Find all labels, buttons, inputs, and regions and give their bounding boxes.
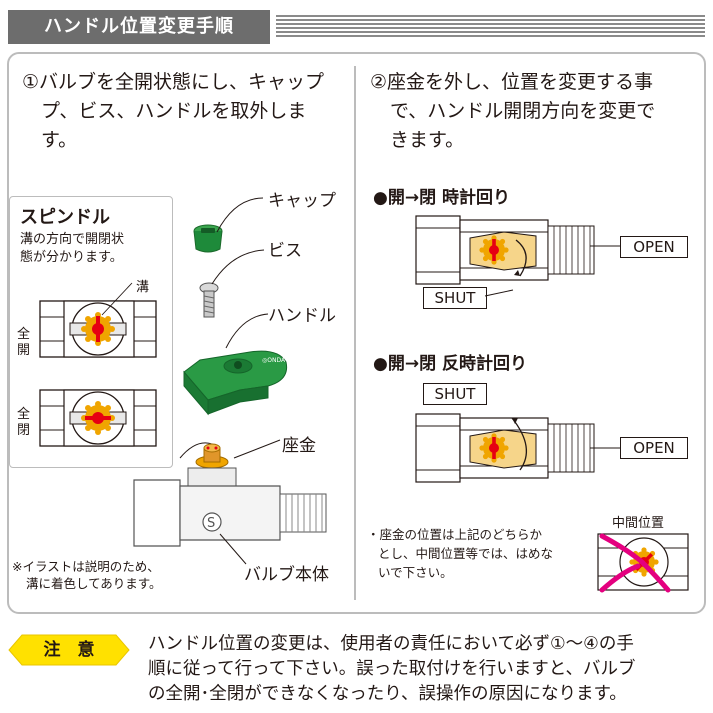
open-leader-1 <box>590 245 620 247</box>
washer-label: 座金 <box>282 436 316 456</box>
notice-line-2: 順に従って行って下さい。誤った取付けを行いますと、バルブ <box>148 659 636 679</box>
page-title: ハンドル位置変更手順 <box>44 16 234 37</box>
step1-line1: ①バルブを全開状態にし、キャップ <box>22 71 325 93</box>
step2-line2: で、ハンドル開閉方向を変更で <box>390 100 656 122</box>
counterclockwise-valve-illustration <box>415 413 595 483</box>
groove-label: 溝 <box>136 280 150 295</box>
spindle-desc-2: 態が分かります。 <box>20 250 123 265</box>
washer-note-3: いで下さい。 <box>378 565 453 580</box>
shut-tag-counter: SHUT <box>423 383 487 405</box>
handle-icon: ◎ONDA <box>183 350 288 416</box>
header-bar <box>8 10 270 44</box>
spindle-closed-illustration <box>39 389 157 447</box>
handle-leader <box>225 313 269 349</box>
header: ハンドル位置変更手順 <box>8 10 705 44</box>
screw-icon <box>199 282 219 318</box>
svg-text:◎ONDA: ◎ONDA <box>262 357 286 364</box>
illustration-note-1: ※イラストは説明のため、 <box>12 559 160 574</box>
cap-icon <box>193 224 223 253</box>
cap-leader <box>216 197 264 233</box>
open-tag-counter: OPEN <box>620 437 688 459</box>
notice-line-3: の全開･全閉ができなくなったり、誤操作の原因になります。 <box>148 684 627 704</box>
step2-line3: きます。 <box>390 129 465 151</box>
middle-position-label: 中間位置 <box>612 516 665 531</box>
clockwise-valve-illustration <box>415 215 595 285</box>
cap-label: キャップ <box>268 191 336 211</box>
open-label-2: 開 <box>17 343 31 358</box>
notice-badge <box>8 634 130 666</box>
open-leader-2 <box>590 447 620 449</box>
spindle-open-illustration <box>39 282 157 358</box>
notice-text: ハンドル位置の変更は、使用者の責任において必ず①～④の手 順に従って行って下さい… <box>148 632 708 707</box>
open-label-1: 全 <box>17 327 31 342</box>
notice-badge-label: 注 意 <box>43 640 95 660</box>
illustration-note-2: 溝に着色してあります。 <box>26 576 162 591</box>
step2-line1: ②座金を外し、位置を変更する事 <box>370 71 654 93</box>
shut-leader-1 <box>484 289 514 297</box>
counterclockwise-title: ●開→閉 反時計回り <box>373 354 527 374</box>
spindle-title: スピンドル <box>20 207 110 228</box>
step1-line3: す。 <box>41 129 78 151</box>
closed-label-2: 閉 <box>17 423 31 438</box>
clockwise-title: ●開→閉 時計回り <box>373 188 510 208</box>
spindle-box <box>9 196 173 468</box>
notice-line-1: ハンドル位置の変更は、使用者の責任において必ず①～④の手 <box>148 634 634 654</box>
valve-body-illustration: S <box>133 439 327 565</box>
step1-line2: プ、ビス、ハンドルを取外しま <box>41 100 307 122</box>
shut-tag-clockwise: SHUT <box>423 287 487 309</box>
closed-label-1: 全 <box>17 407 31 422</box>
middle-position-illustration <box>597 533 689 593</box>
spindle-desc-1: 溝の方向で開閉状 <box>20 232 125 247</box>
valve-body-label: バルブ本体 <box>244 565 329 585</box>
screw-label: ビス <box>268 241 302 261</box>
open-tag-clockwise: OPEN <box>620 236 688 258</box>
washer-note-2: とし、中間位置等では、はめな <box>378 546 554 561</box>
valve-logo: S <box>207 516 215 531</box>
panel-divider <box>354 66 356 600</box>
screw-leader <box>211 249 265 285</box>
washer-note-1: ・座金の位置は上記のどちらか <box>367 527 543 542</box>
header-stripes <box>276 15 705 39</box>
handle-label: ハンドル <box>268 306 336 326</box>
